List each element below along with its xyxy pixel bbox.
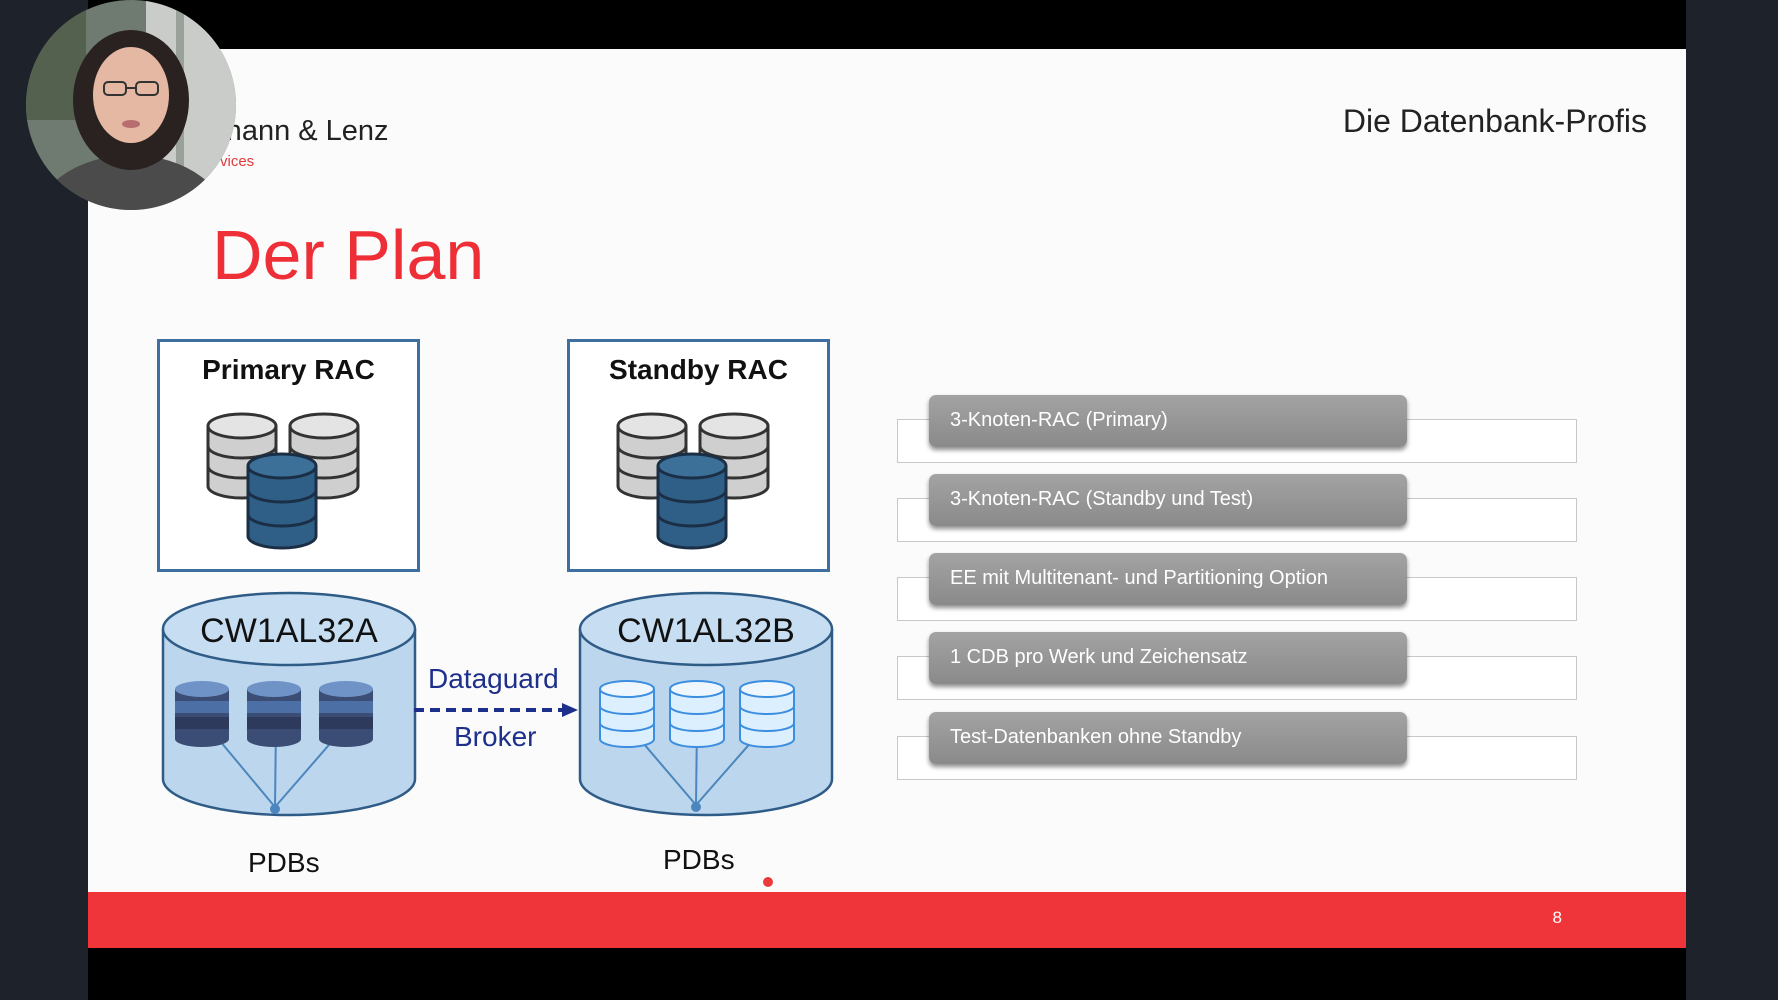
presenter-avatar xyxy=(26,0,236,210)
list-pill: EE mit Multitenant- und Partitioning Opt… xyxy=(929,553,1407,605)
pointer-dot xyxy=(762,876,774,888)
primary-cdb-cylinder: CW1AL32A xyxy=(161,589,417,839)
list-item: 3-Knoten-RAC (Standby und Test) xyxy=(897,474,1577,554)
list-item-label: 3-Knoten-RAC (Primary) xyxy=(950,409,1168,431)
standby-rac-title: Standby RAC xyxy=(609,354,788,385)
list-item-label: Test-Datenbanken ohne Standby xyxy=(950,726,1242,748)
company-subtitle: vices xyxy=(220,153,255,170)
list-item-label: 1 CDB pro Werk und Zeichensatz xyxy=(950,646,1248,668)
company-name: rmann & Lenz xyxy=(208,115,389,147)
presentation-slide: rmann & Lenz vices Die Datenbank-Profis … xyxy=(88,49,1686,948)
cdb-cylinder-shape xyxy=(578,591,834,817)
standby-cdb-cylinder: CW1AL32B xyxy=(578,589,834,839)
primary-rac-box: Primary RAC xyxy=(157,339,420,572)
list-item: 3-Knoten-RAC (Primary) xyxy=(897,395,1577,475)
presenter-webcam xyxy=(26,0,236,210)
window-right-margin xyxy=(1686,0,1778,1000)
slide-title: Der Plan xyxy=(212,216,485,294)
list-item: Test-Datenbanken ohne Standby xyxy=(897,712,1577,792)
letterbox-top xyxy=(88,0,1686,49)
standby-cdb-name: CW1AL32B xyxy=(617,612,795,650)
primary-cdb-name: CW1AL32A xyxy=(200,612,378,650)
list-pill: Test-Datenbanken ohne Standby xyxy=(929,712,1407,764)
standby-rac-box: Standby RAC xyxy=(567,339,830,572)
pdbs-label-primary: PDBs xyxy=(248,847,320,878)
list-pill: 1 CDB pro Werk und Zeichensatz xyxy=(929,632,1407,684)
letterbox-bottom xyxy=(88,948,1686,1000)
slide-tagline: Die Datenbank-Profis xyxy=(1342,103,1647,139)
list-item: 1 CDB pro Werk und Zeichensatz xyxy=(897,632,1577,712)
list-item: EE mit Multitenant- und Partitioning Opt… xyxy=(897,553,1577,633)
list-item-label: EE mit Multitenant- und Partitioning Opt… xyxy=(950,567,1328,589)
list-item-label: 3-Knoten-RAC (Standby und Test) xyxy=(950,488,1254,510)
dataguard-label: Dataguard xyxy=(428,663,559,694)
cdb-cylinder-shape xyxy=(161,591,417,817)
list-pill: 3-Knoten-RAC (Standby und Test) xyxy=(929,474,1407,526)
pdbs-label-standby: PDBs xyxy=(663,844,735,875)
primary-rac-title: Primary RAC xyxy=(202,354,375,385)
slide-page-number: 8 xyxy=(1552,908,1562,927)
broker-label: Broker xyxy=(454,721,537,752)
dataguard-arrow xyxy=(414,703,578,717)
database-cluster-icon xyxy=(616,412,770,550)
database-cluster-icon xyxy=(206,412,360,550)
slide-footer-band: 8 xyxy=(88,892,1686,948)
list-pill: 3-Knoten-RAC (Primary) xyxy=(929,395,1407,447)
